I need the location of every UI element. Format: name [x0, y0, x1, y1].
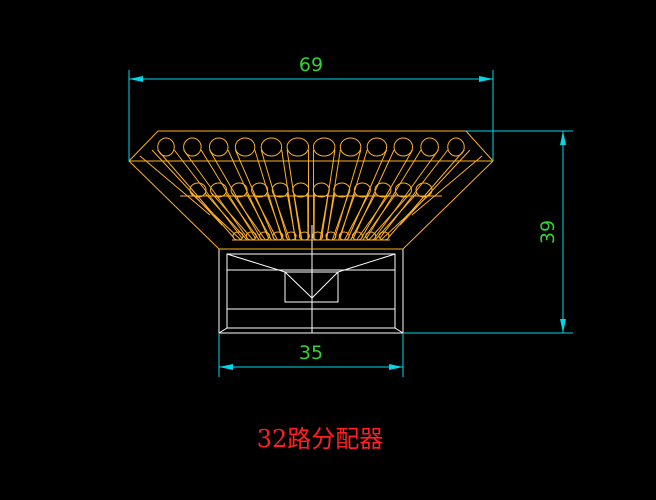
tube-opening: [157, 137, 175, 157]
tube-wall: [227, 149, 269, 239]
tube-wall: [350, 192, 377, 241]
tube-wall: [347, 149, 388, 239]
arrow-up: [560, 131, 566, 145]
outlet-tubes: [139, 137, 483, 241]
tube-opening: [210, 182, 228, 198]
tube-wall: [362, 192, 397, 241]
tube-wall: [356, 192, 391, 241]
tube-end: [312, 231, 324, 241]
tube-opening: [447, 137, 465, 157]
tube-wall: [411, 155, 483, 216]
tube-opening: [394, 182, 412, 198]
tube-wall: [272, 192, 291, 241]
tube-wall: [293, 192, 303, 241]
tube-opening: [230, 182, 248, 198]
tube-opening: [420, 137, 439, 157]
tube-wall: [151, 149, 223, 226]
tube-opening: [312, 137, 336, 157]
tube-wall: [139, 155, 211, 216]
base-outline: [218, 248, 404, 334]
tube-end: [325, 231, 337, 241]
tube-wall: [353, 149, 395, 239]
tube-opening: [393, 137, 414, 157]
tube-wall: [173, 149, 243, 239]
tube-wall: [204, 192, 248, 241]
tube-wall: [379, 149, 449, 239]
drawing-caption: 32路分配器: [257, 425, 384, 453]
tube-opening: [271, 182, 289, 198]
tube-wall: [200, 149, 256, 239]
tube-wall: [387, 149, 465, 239]
tube-end: [272, 231, 284, 241]
dim-label-top-width: 69: [299, 54, 323, 76]
tube-opening: [366, 137, 388, 157]
dim-label-base-width: 35: [299, 342, 323, 364]
arrow-right: [389, 364, 403, 370]
tube-opening: [339, 137, 362, 157]
tube-wall: [331, 192, 350, 241]
arrow-left: [219, 364, 233, 370]
tube-opening: [260, 137, 283, 157]
arrow-right: [479, 76, 493, 82]
tube-opening: [251, 182, 269, 198]
tube-wall: [231, 192, 266, 241]
arrow-down: [560, 319, 566, 333]
tube-opening: [286, 137, 310, 157]
tube-wall: [252, 192, 278, 241]
tube-opening: [333, 182, 351, 198]
tube-wall: [157, 149, 235, 239]
tube-opening: [353, 182, 371, 198]
tube-wall: [361, 149, 413, 239]
tube-wall: [337, 192, 356, 241]
dim-label-height: 39: [537, 220, 559, 244]
tube-opening: [292, 182, 310, 198]
tube-opening: [312, 182, 330, 198]
tube-opening: [208, 137, 229, 157]
tube-opening: [234, 137, 256, 157]
dimension-height: [403, 130, 573, 334]
tube-end: [298, 231, 310, 241]
tube-wall: [368, 192, 411, 241]
dimension-base-width: [218, 333, 404, 377]
tube-wall: [286, 192, 297, 241]
base-inner: [226, 253, 396, 329]
tube-wall: [399, 149, 471, 226]
tube-wall: [374, 149, 439, 239]
tube-wall: [211, 192, 254, 241]
tube-end: [285, 231, 297, 241]
tube-wall: [225, 192, 260, 241]
base-block: [218, 225, 404, 334]
tube-wall: [344, 192, 370, 241]
tube-end: [338, 231, 350, 241]
tube-wall: [266, 192, 285, 241]
tube-wall: [319, 192, 329, 241]
tube-wall: [183, 149, 248, 239]
tube-wall: [245, 192, 272, 241]
tube-opening: [374, 182, 392, 198]
tube-opening: [183, 137, 202, 157]
tube-wall: [366, 149, 422, 239]
tube-wall: [374, 192, 418, 241]
arrow-left: [129, 76, 143, 82]
tube-wall: [325, 192, 336, 241]
tube-wall: [209, 149, 261, 239]
dimension-top-width: [128, 70, 494, 161]
tube-wall: [234, 149, 275, 239]
